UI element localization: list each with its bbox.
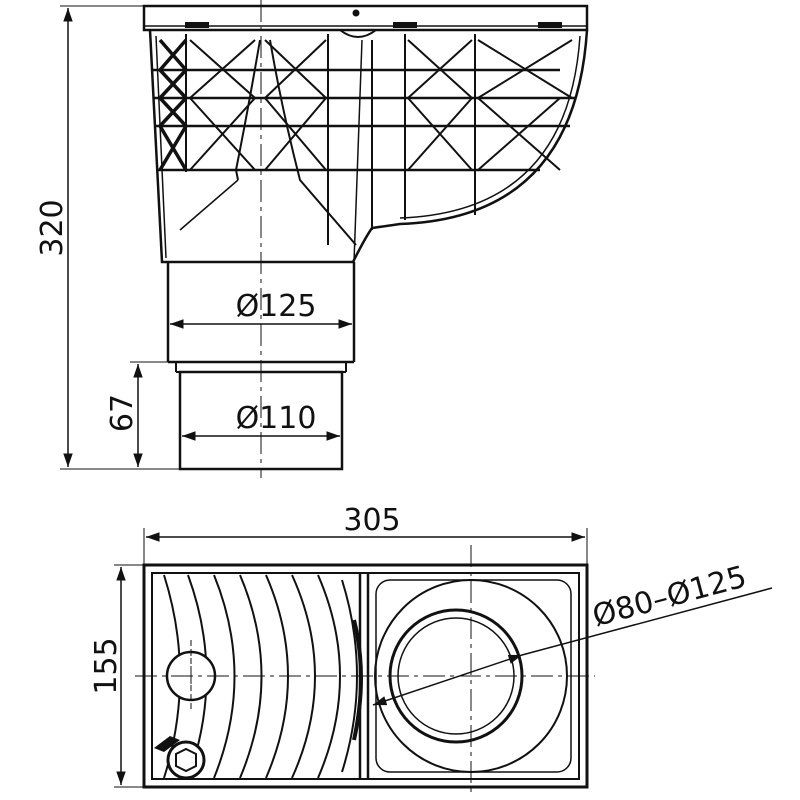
label-diameter-110: Ø110 — [236, 401, 317, 436]
dimension-155: 155 — [89, 564, 144, 788]
label-diameter-80-125: Ø80–Ø125 — [589, 560, 750, 635]
label-155: 155 — [89, 637, 124, 694]
label-diameter-125: Ø125 — [236, 289, 317, 324]
lid — [142, 4, 589, 38]
drain-plug — [154, 736, 206, 780]
dimension-110: Ø110 — [182, 401, 340, 441]
side-view — [142, 0, 589, 478]
label-67: 67 — [105, 394, 140, 432]
dimension-80-125: Ø80–Ø125 — [372, 560, 773, 706]
basket-body — [148, 29, 589, 264]
dimension-305: 305 — [143, 503, 588, 565]
label-320: 320 — [35, 199, 70, 256]
dimension-125: Ø125 — [170, 289, 352, 329]
dimension-67: 67 — [105, 361, 176, 467]
top-view — [135, 545, 595, 795]
dimension-320: 320 — [35, 5, 180, 470]
label-305: 305 — [343, 503, 400, 538]
